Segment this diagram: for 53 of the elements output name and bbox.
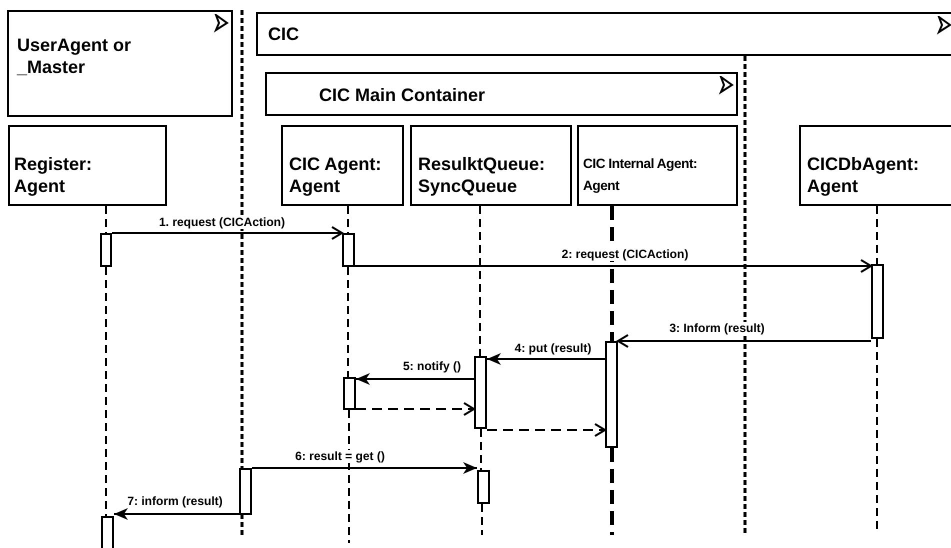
activation-bar <box>343 377 356 410</box>
participant-box <box>8 125 167 206</box>
lifeline <box>480 429 482 470</box>
message-arrow <box>487 353 605 365</box>
lifeline <box>876 206 878 264</box>
participant-name: CIC Internal Agent: Agent <box>583 155 698 195</box>
edge-label: 5: notify () <box>402 360 462 373</box>
return-arrow <box>356 402 475 416</box>
lifeline <box>348 410 350 543</box>
lifeline <box>105 206 107 233</box>
activation-bar <box>605 341 618 448</box>
lifeline <box>481 504 483 535</box>
lifeline <box>479 206 481 356</box>
lifeline <box>105 267 107 516</box>
edge-label: 7: inform (result) <box>126 495 224 508</box>
activation-bar <box>239 468 252 515</box>
frame-label-box <box>7 10 233 117</box>
frame-title: UserAgent or _Master <box>17 34 132 78</box>
lifeline <box>876 339 878 530</box>
participant-name: Register: Agent <box>14 153 94 197</box>
participant-box <box>577 125 738 206</box>
participant-name: CIC Agent: Agent <box>289 153 382 197</box>
activation-bar <box>101 516 114 548</box>
edge-label: 3: Inform (result) <box>668 322 766 335</box>
activation-bar <box>342 233 355 267</box>
lifeline <box>347 267 349 377</box>
lifeline <box>610 206 614 341</box>
container-title: CIC Main Container <box>319 84 486 106</box>
frame-label-box <box>256 12 951 56</box>
participant-box <box>281 125 404 206</box>
activation-bar <box>474 356 487 429</box>
message-arrow <box>114 508 239 520</box>
activation-bar <box>871 264 884 339</box>
message-arrow <box>252 462 477 474</box>
container-label-box <box>265 72 738 116</box>
lifeline <box>347 206 349 233</box>
message-arrow <box>355 259 872 273</box>
lifeline <box>610 448 614 535</box>
activation-bar <box>477 470 490 504</box>
participant-box <box>799 125 951 206</box>
edge-label: 2: request (CICAction) <box>560 248 690 261</box>
edge-label: 4: put (result) <box>514 342 592 355</box>
message-arrow <box>112 226 343 240</box>
participant-name: CICDbAgent: Agent <box>807 153 920 197</box>
return-arrow <box>487 423 606 437</box>
message-arrow <box>356 373 474 385</box>
edge-label: 1. request (CICAction) <box>158 216 286 229</box>
participant-name: ResulktQueue: SyncQueue <box>418 153 546 197</box>
participant-box <box>410 125 572 206</box>
message-arrow <box>617 334 871 348</box>
edge-label: 6: result = get () <box>294 450 386 463</box>
activation-bar <box>100 233 112 267</box>
frame-title: CIC <box>268 23 300 45</box>
